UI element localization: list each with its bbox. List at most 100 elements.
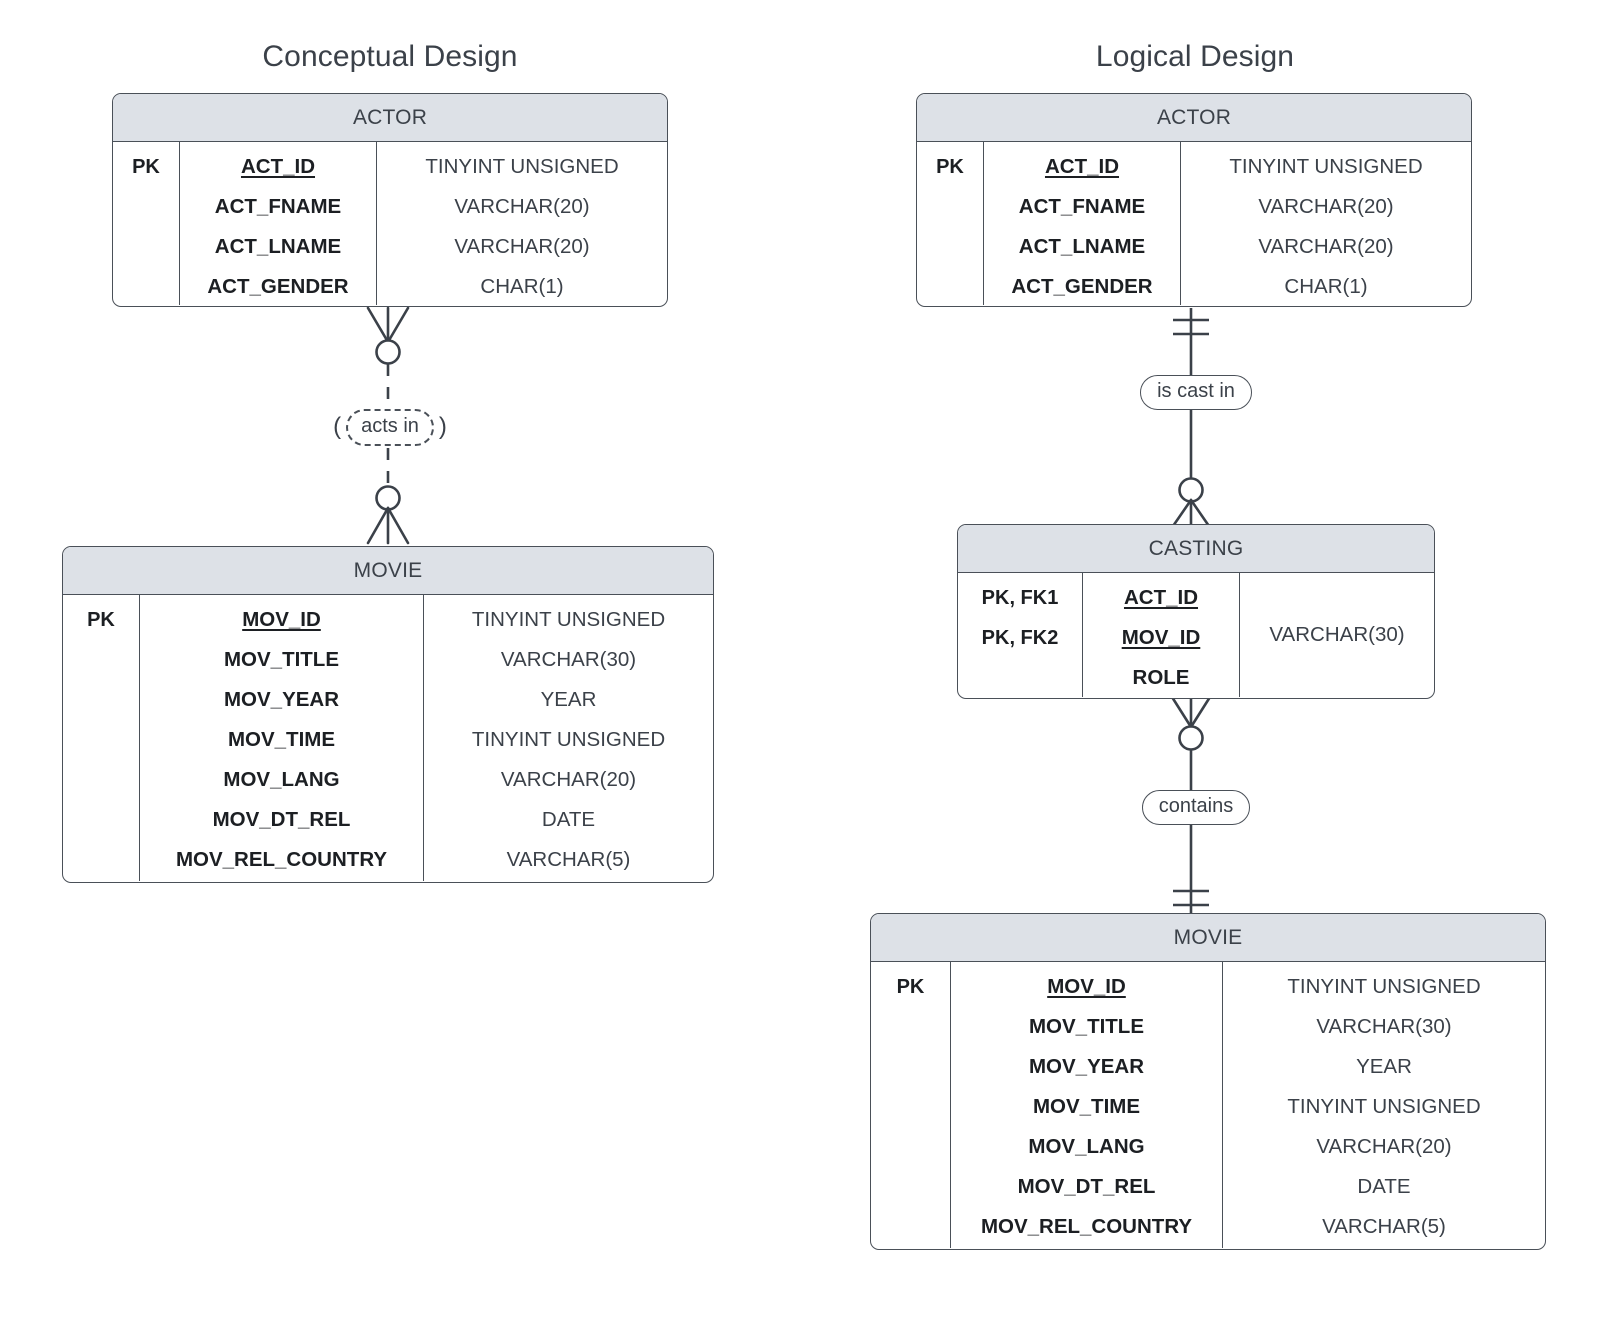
key-cell [958,658,1082,697]
key-cell [871,1007,950,1047]
datatype-column: TINYINT UNSIGNED VARCHAR(30) YEAR TINYIN… [1223,962,1545,1248]
attribute-cell: MOV_YEAR [1028,1055,1145,1078]
attribute-cell: MOV_ID [1047,975,1126,998]
key-cell [63,720,139,760]
datatype-cell: DATE [541,808,596,831]
attribute-cell: MOV_DT_REL [212,808,351,831]
entity-header-casting-logical: CASTING [958,525,1434,573]
key-cell [917,187,983,226]
attribute-cell: ACT_GENDER [1011,275,1153,298]
key-cell [917,226,983,265]
key-column: PK [63,595,140,882]
attribute-cell: ACT_ID [1123,586,1199,609]
datatype-column: TINYINT UNSIGNED VARCHAR(20) VARCHAR(20)… [377,142,667,305]
datatype-cell: CHAR(1) [1284,275,1368,298]
key-cell [63,840,139,880]
entity-movie-conceptual[interactable]: MOVIE PK MOV_ID MOV_TITLE MOV_YEAR MOV_T… [62,546,714,883]
panel-title-logical: Logical Design [1095,40,1295,73]
attribute-cell: MOV_REL_COUNTRY [980,1215,1193,1238]
attribute-column: ACT_ID ACT_FNAME ACT_LNAME ACT_GENDER [180,142,377,306]
attribute-cell: MOV_LANG [1028,1135,1145,1158]
attribute-cell: MOV_ID [1121,626,1201,649]
attribute-column: MOV_ID MOV_TITLE MOV_YEAR MOV_TIME MOV_L… [951,962,1223,1249]
attribute-cell: MOV_YEAR [223,688,340,711]
datatype-cell-merged: VARCHAR(30) [1269,623,1405,647]
datatype-cell: VARCHAR(20) [1258,195,1394,218]
datatype-cell: VARCHAR(20) [500,768,637,791]
attribute-cell: MOV_ID [242,608,321,631]
datatype-cell: YEAR [540,688,597,711]
key-column: PK [871,962,951,1249]
attribute-cell: ROLE [1132,666,1190,689]
relationship-connector-acts-in [310,300,470,550]
relationship-connector-is-cast-in [1115,300,1275,535]
attribute-cell: ACT_FNAME [214,195,342,218]
entity-body-actor-logical: PK ACT_ID ACT_FNAME ACT_LNAME ACT_GENDER… [917,142,1471,306]
key-cell: PK [132,156,160,178]
attribute-cell: MOV_TIME [227,728,336,751]
key-cell: PK [896,976,925,998]
key-cell [871,1087,950,1127]
attribute-cell: ACT_FNAME [1018,195,1146,218]
datatype-column: TINYINT UNSIGNED VARCHAR(30) YEAR TINYIN… [424,595,713,881]
entity-header-movie-logical: MOVIE [871,914,1545,962]
key-cell: PK, FK1 [981,587,1059,609]
attribute-column: ACT_ID MOV_ID ROLE [1083,573,1240,698]
datatype-cell: VARCHAR(5) [506,848,631,871]
attribute-cell: MOV_TIME [1032,1095,1141,1118]
acts-in-close-paren: ) [433,415,452,439]
entity-casting-logical[interactable]: CASTING PK, FK1 PK, FK2 ACT_ID MOV_ID RO… [957,524,1435,699]
key-cell [871,1207,950,1247]
contains-label-text: contains [1141,789,1251,825]
relationship-label-contains: contains [1101,786,1291,828]
datatype-cell: VARCHAR(30) [1316,1015,1452,1038]
datatype-column: VARCHAR(30) [1240,573,1434,697]
key-cell [871,1047,950,1087]
key-cell [63,640,139,680]
datatype-cell: VARCHAR(20) [1258,235,1394,258]
key-cell [871,1127,950,1167]
entity-body-movie-conceptual: PK MOV_ID MOV_TITLE MOV_YEAR MOV_TIME MO… [63,595,713,882]
entity-body-casting-logical: PK, FK1 PK, FK2 ACT_ID MOV_ID ROLE VARCH… [958,573,1434,698]
datatype-cell: CHAR(1) [480,275,564,298]
datatype-cell: YEAR [1356,1055,1412,1078]
datatype-cell: VARCHAR(30) [500,648,637,671]
datatype-cell: VARCHAR(20) [454,195,590,218]
key-cell [113,226,179,265]
datatype-cell: TINYINT UNSIGNED [1229,155,1423,178]
datatype-cell: VARCHAR(5) [1322,1215,1446,1238]
relationship-label-acts-in: ( acts in ) [300,404,480,450]
entity-body-movie-logical: PK MOV_ID MOV_TITLE MOV_YEAR MOV_TIME MO… [871,962,1545,1249]
key-cell [917,266,983,305]
is-cast-in-label-text: is cast in [1140,374,1252,410]
key-cell: PK [936,156,964,178]
entity-movie-logical[interactable]: MOVIE PK MOV_ID MOV_TITLE MOV_YEAR MOV_T… [870,913,1546,1250]
attribute-cell: MOV_REL_COUNTRY [175,848,388,871]
datatype-cell: VARCHAR(20) [454,235,590,258]
attribute-cell: MOV_TITLE [1028,1015,1145,1038]
key-column: PK [113,142,180,306]
key-cell: PK, FK2 [981,627,1059,649]
entity-actor-conceptual[interactable]: ACTOR PK ACT_ID ACT_FNAME ACT_LNAME ACT_… [112,93,668,307]
datatype-cell: TINYINT UNSIGNED [425,155,619,178]
entity-header-movie-conceptual: MOVIE [63,547,713,595]
attribute-cell: ACT_ID [1044,155,1120,178]
key-column: PK [917,142,984,306]
attribute-cell: ACT_GENDER [207,275,349,298]
datatype-cell: DATE [1357,1175,1411,1198]
attribute-cell: ACT_ID [240,155,316,178]
key-cell: PK [87,609,115,631]
datatype-cell: VARCHAR(20) [1316,1135,1452,1158]
attribute-cell: MOV_TITLE [223,648,340,671]
key-cell [113,187,179,226]
key-cell [871,1167,950,1207]
entity-actor-logical[interactable]: ACTOR PK ACT_ID ACT_FNAME ACT_LNAME ACT_… [916,93,1472,307]
datatype-column: TINYINT UNSIGNED VARCHAR(20) VARCHAR(20)… [1181,142,1471,305]
key-cell [63,800,139,840]
entity-body-actor-conceptual: PK ACT_ID ACT_FNAME ACT_LNAME ACT_GENDER… [113,142,667,306]
acts-in-label-text: acts in [346,408,434,446]
relationship-label-is-cast-in: is cast in [1101,371,1291,413]
datatype-cell: TINYINT UNSIGNED [1287,975,1481,998]
entity-header-actor-conceptual: ACTOR [113,94,667,142]
